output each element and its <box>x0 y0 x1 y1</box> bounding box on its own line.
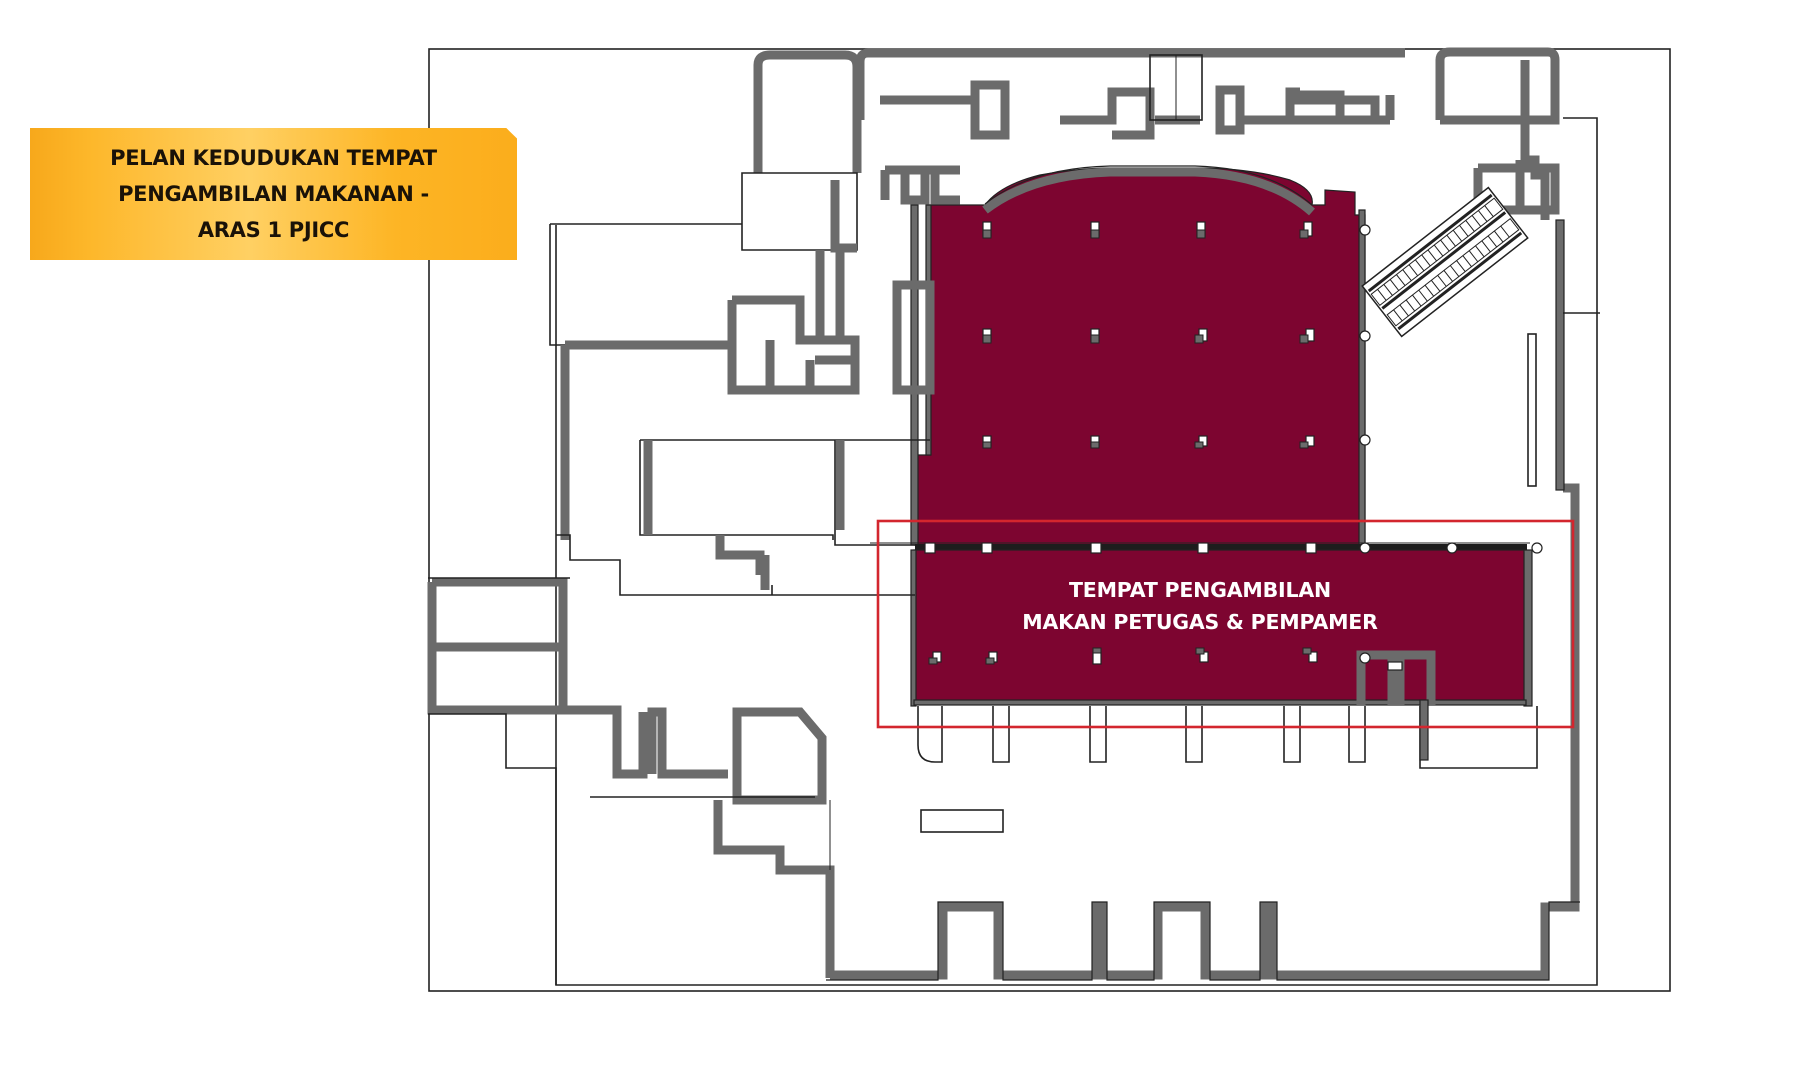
title-line-3: ARAS 1 PJICC <box>197 218 350 242</box>
zone-label-line-2: MAKAN PETUGAS & PEMPAMER <box>1022 610 1378 634</box>
staff-dining-zone-label: TEMPAT PENGAMBILAN MAKAN PETUGAS & PEMPA… <box>960 574 1440 638</box>
staff-dining-area-floor <box>913 549 1527 705</box>
escalator-icon <box>1361 186 1529 338</box>
title-line-1: PELAN KEDUDUKAN TEMPAT <box>110 146 437 170</box>
hall-curved-wall <box>982 167 1315 216</box>
counter <box>920 809 1004 833</box>
lower-piers <box>917 706 1538 769</box>
hall-divider <box>915 544 1527 550</box>
column-grid <box>924 221 1543 665</box>
zone-label-line-1: TEMPAT PENGAMBILAN <box>1069 578 1331 602</box>
inner-boundary <box>555 117 1598 986</box>
south-wall <box>830 483 1580 980</box>
highlight-outline <box>876 519 1575 729</box>
title-banner: PELAN KEDUDUKAN TEMPAT PENGAMBILAN MAKAN… <box>30 128 517 260</box>
northwest-room <box>753 50 862 173</box>
west-annex <box>427 577 568 715</box>
title-line-2: PENGAMBILAN MAKANAN - <box>118 182 429 206</box>
